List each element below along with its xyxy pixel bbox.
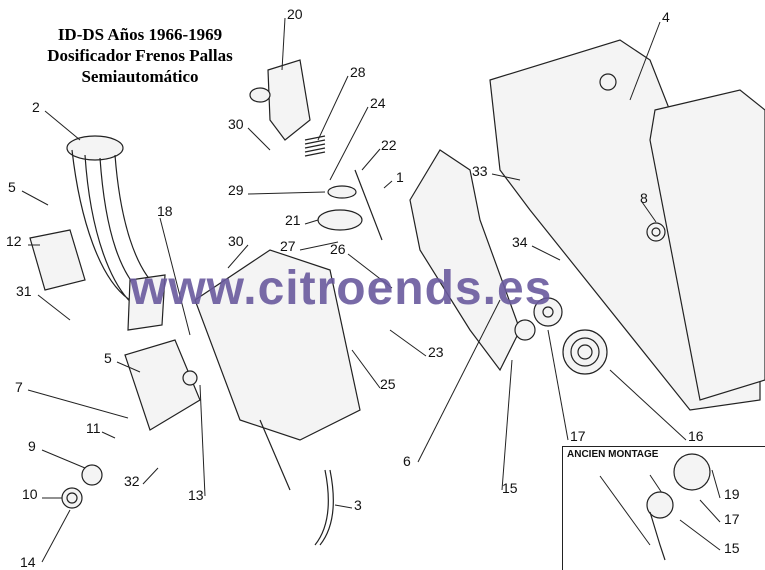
callout-11: 11 xyxy=(86,420,101,436)
callout-3: 3 xyxy=(354,497,362,513)
callout-17: 17 xyxy=(570,428,586,444)
piston-part xyxy=(317,209,363,231)
spring-coil-part xyxy=(562,329,608,375)
inset-callout-15: 15 xyxy=(724,540,740,556)
callout-25: 25 xyxy=(380,376,396,392)
callout-5b: 5 xyxy=(104,350,112,366)
leader-lines xyxy=(21,17,721,563)
callout-29: 29 xyxy=(228,182,244,198)
callout-13: 13 xyxy=(188,487,204,503)
callout-14: 14 xyxy=(20,554,36,570)
callout-27: 27 xyxy=(280,238,296,254)
inset-title: ANCIEN MONTAGE xyxy=(567,449,659,460)
callout-10: 10 xyxy=(22,486,38,502)
title-line-1: ID-DS Años 1966-1969 xyxy=(57,25,223,44)
callout-23: 23 xyxy=(428,344,444,360)
callout-32: 32 xyxy=(124,473,140,489)
gasket-part xyxy=(29,229,86,291)
callout-labels: 20 28 24 30 22 1 29 21 27 30 18 2 5 12 3… xyxy=(6,6,740,570)
lever-part xyxy=(409,149,521,372)
bracket-plate-part xyxy=(489,39,765,411)
housing-part xyxy=(267,59,311,141)
callout-8: 8 xyxy=(640,190,648,206)
inset-spring-part xyxy=(646,491,674,519)
inset-disc-part xyxy=(673,453,711,491)
callout-1: 1 xyxy=(396,169,404,185)
callout-28: 28 xyxy=(350,64,366,80)
callout-9: 9 xyxy=(28,438,36,454)
callout-30: 30 xyxy=(228,116,244,132)
callout-31: 31 xyxy=(16,283,32,299)
title-line-3: Semiautomático xyxy=(81,67,199,86)
callout-33: 33 xyxy=(472,163,488,179)
callout-26: 26 xyxy=(330,241,346,257)
callout-20: 20 xyxy=(287,6,303,22)
inset-callout-19: 19 xyxy=(724,486,740,502)
callout-22: 22 xyxy=(381,137,397,153)
washer-part xyxy=(533,297,563,327)
title-line-2: Dosificador Frenos Pallas xyxy=(47,46,233,65)
callout-5: 5 xyxy=(8,179,16,195)
callout-2: 2 xyxy=(32,99,40,115)
callout-4: 4 xyxy=(662,9,670,25)
callout-30b: 30 xyxy=(228,233,244,249)
ancien-montage-inset: ANCIEN MONTAGE xyxy=(562,446,765,570)
callout-16: 16 xyxy=(688,428,704,444)
callout-18: 18 xyxy=(157,203,173,219)
callout-34: 34 xyxy=(512,234,528,250)
callout-6: 6 xyxy=(403,453,411,469)
watermark: www.citroends.es xyxy=(130,262,553,315)
rod-part xyxy=(354,169,383,241)
callout-12: 12 xyxy=(6,233,22,249)
callout-24: 24 xyxy=(370,95,386,111)
callout-7: 7 xyxy=(15,379,23,395)
distributor-part xyxy=(66,135,201,431)
spring-part xyxy=(304,135,326,157)
diagram-title: ID-DS Años 1966-1969 Dosificador Frenos … xyxy=(0,24,280,87)
inset-callout-17: 17 xyxy=(724,511,740,527)
callout-15: 15 xyxy=(502,480,518,496)
valve-body-part xyxy=(194,249,361,441)
callout-21: 21 xyxy=(285,212,301,228)
